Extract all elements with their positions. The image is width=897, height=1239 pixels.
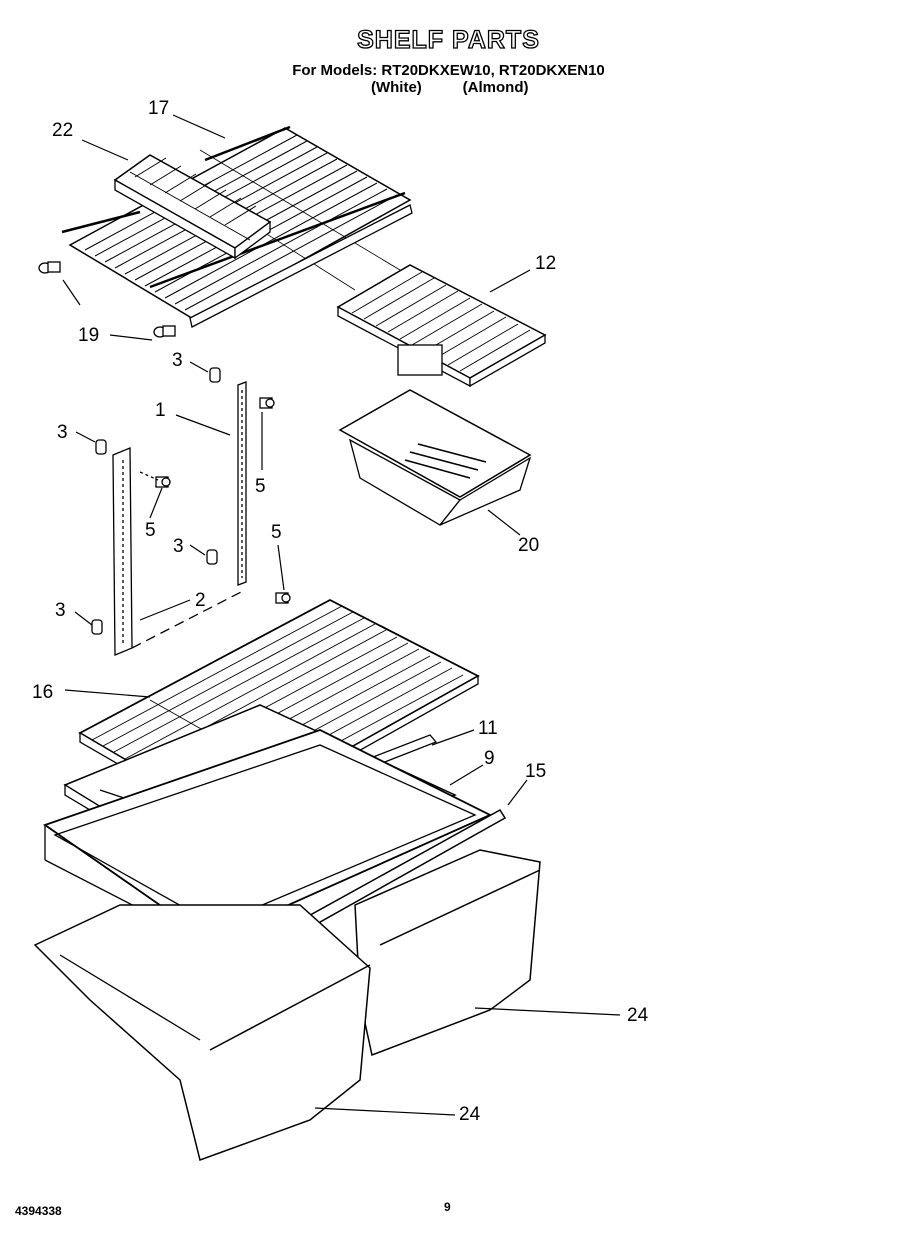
color-white-label: (White) <box>370 79 422 96</box>
page-number: 9 <box>444 1200 451 1214</box>
color-almond-label: (Almond) <box>462 79 529 96</box>
callout-3b: 3 <box>57 422 68 443</box>
page-title: SHELF PARTS <box>356 25 540 54</box>
callout-9: 9 <box>484 748 495 769</box>
crisper-drawer-24b <box>33 904 371 1161</box>
model-colors: (White) (Almond) <box>0 79 897 96</box>
callout-1: 1 <box>155 400 166 421</box>
shelf-support-19b <box>153 325 176 338</box>
callout-24b: 24 <box>459 1104 481 1125</box>
rail-clip-3c <box>206 549 218 565</box>
rail-clip-3d <box>91 619 103 635</box>
screw-5c <box>275 592 291 604</box>
models-line: For Models: RT20DKXEW10, RT20DKXEN10 <box>292 62 605 79</box>
leader-lines <box>62 114 621 1116</box>
shelf-rail-2 <box>112 447 246 656</box>
document-number: 4394338 <box>15 1204 62 1218</box>
callout-5b: 5 <box>145 520 156 541</box>
callout-3c: 3 <box>173 536 184 557</box>
callout-2: 2 <box>195 590 206 611</box>
rail-clip-3a <box>209 367 221 383</box>
callout-20: 20 <box>518 535 540 556</box>
callout-16: 16 <box>32 682 54 703</box>
shelf-support-19a <box>38 261 61 274</box>
screw-5b <box>155 476 171 488</box>
models-header: For Models: RT20DKXEW10, RT20DKXEN10 (Wh… <box>0 62 897 96</box>
screw-5a <box>259 397 275 409</box>
rail-clip-3b <box>95 439 107 455</box>
callout-22: 22 <box>52 120 74 141</box>
callout-12: 12 <box>535 253 557 274</box>
callout-3a: 3 <box>172 350 183 371</box>
callout-5c: 5 <box>271 522 282 543</box>
callout-24a: 24 <box>627 1005 649 1026</box>
meat-pan-cover-12 <box>336 264 547 388</box>
callout-15: 15 <box>525 761 547 782</box>
callout-5a: 5 <box>255 476 266 497</box>
callout-19: 19 <box>78 325 100 346</box>
callout-3d: 3 <box>55 600 66 621</box>
shelf-rail-1 <box>237 381 247 586</box>
callout-11: 11 <box>478 718 498 739</box>
callout-17: 17 <box>148 98 170 119</box>
ice-tray-22 <box>113 154 272 260</box>
meat-pan-20 <box>338 389 532 526</box>
